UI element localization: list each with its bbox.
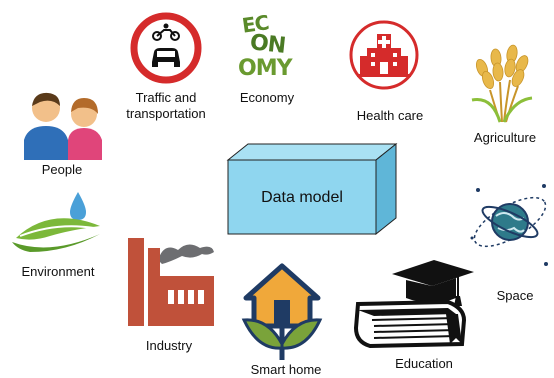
industry-label: Industry xyxy=(145,338,193,353)
economy-label: Economy xyxy=(239,90,295,105)
data-model-top-face xyxy=(226,143,398,161)
economy-logo-line: ON xyxy=(248,30,287,59)
traffic-sign-icon xyxy=(130,12,202,84)
smart-home-icon xyxy=(241,263,323,360)
globe-satellite-icon xyxy=(470,184,548,266)
wheat-icon xyxy=(471,44,533,123)
water-leaf-icon xyxy=(12,192,100,252)
data-model-side-face xyxy=(375,142,397,236)
smart-home-label: Smart home xyxy=(250,362,322,377)
economy-logo-line: OMY xyxy=(238,56,293,81)
people-label: People xyxy=(41,162,83,177)
people-icon xyxy=(24,92,102,160)
traffic-label: Traffic and transportation xyxy=(126,90,206,121)
space-label: Space xyxy=(496,288,534,303)
environment-label: Environment xyxy=(21,264,95,279)
economy-text-icon: EC ON OMY xyxy=(236,10,300,82)
health-care-label: Health care xyxy=(356,108,424,123)
education-label: Education xyxy=(395,356,453,371)
graduation-book-icon xyxy=(353,260,474,348)
data-model-label: Data model xyxy=(261,189,343,206)
factory-icon xyxy=(128,238,214,326)
hospital-icon xyxy=(349,20,419,90)
data-model-front-face xyxy=(227,159,377,235)
agriculture-label: Agriculture xyxy=(473,130,537,145)
data-model-box xyxy=(226,142,398,236)
